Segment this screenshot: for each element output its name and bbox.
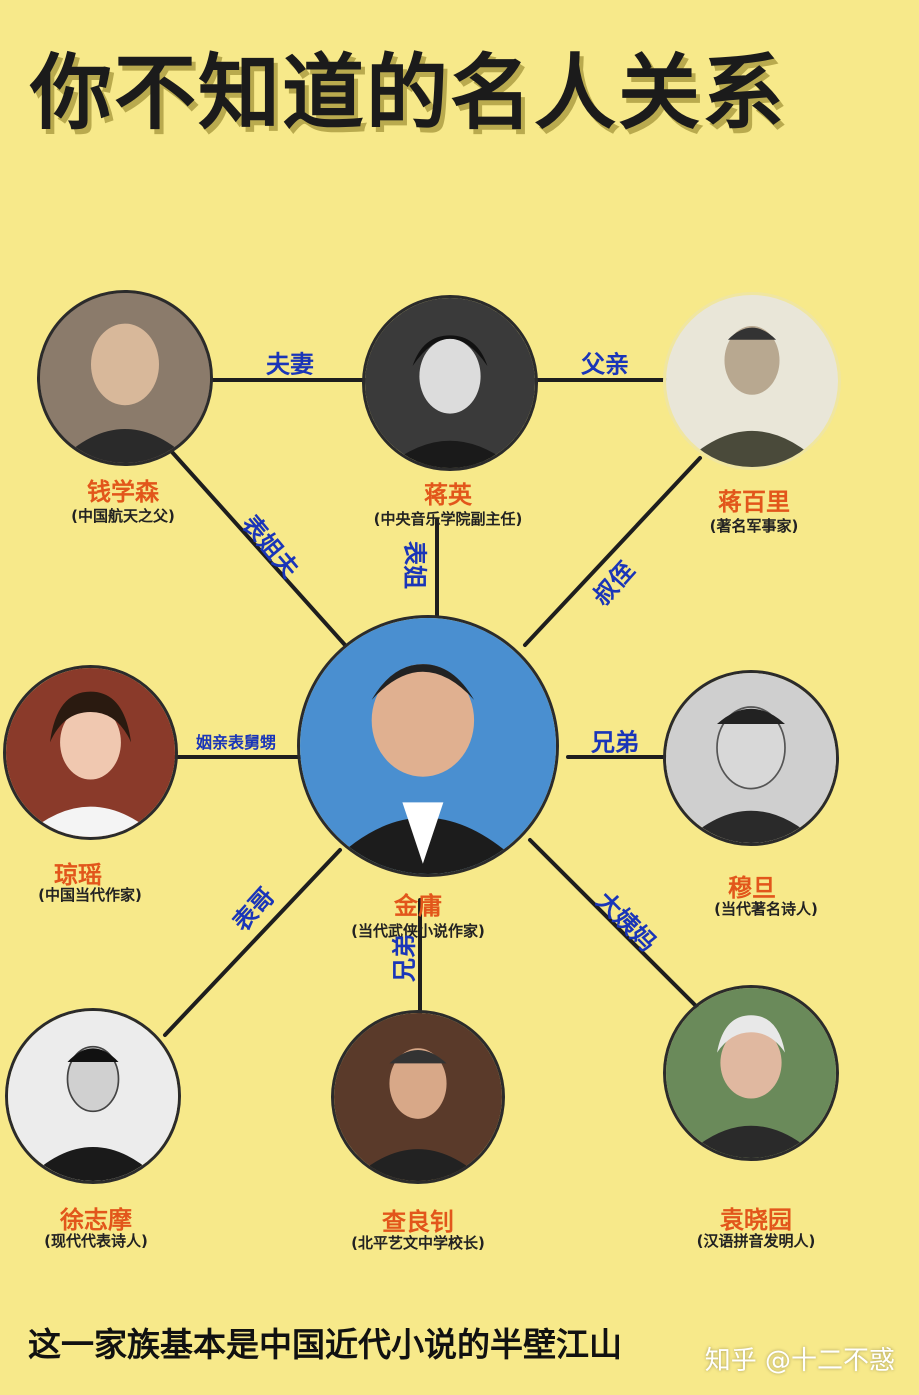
- portrait-jin-yong: [297, 615, 559, 877]
- name-xu-zhimo: 徐志摩: [60, 1206, 132, 1234]
- name-qiong-yao: 琼瑶: [54, 861, 102, 889]
- page-title: 你不知道的名人关系: [30, 46, 787, 141]
- portrait-qian-xuesen: [37, 290, 213, 466]
- portrait-zha-liangzhao: [331, 1010, 505, 1184]
- person-silhouette-icon: [666, 295, 838, 467]
- relation-center-qiong-yao: 姻亲表舅甥: [195, 733, 277, 752]
- line-center-jiang-baili: [523, 456, 702, 647]
- name-jin-yong: 金庸: [394, 892, 442, 920]
- desc-jiang-ying: (中央音乐学院副主任): [373, 510, 523, 528]
- portrait-jiang-ying: [362, 295, 538, 471]
- name-jiang-ying: 蒋英: [424, 481, 472, 509]
- desc-jiang-baili: (著名军事家): [709, 517, 799, 535]
- person-silhouette-icon: [666, 673, 836, 843]
- line-center-xu-zhimo: [163, 848, 342, 1037]
- name-jiang-baili: 蒋百里: [718, 488, 790, 516]
- person-silhouette-icon: [300, 618, 556, 874]
- footer-caption: 这一家族基本是中国近代小说的半壁江山: [28, 1325, 622, 1364]
- person-silhouette-icon: [6, 668, 175, 837]
- person-silhouette-icon: [334, 1013, 502, 1181]
- person-silhouette-icon: [365, 298, 535, 468]
- portrait-qiong-yao: [3, 665, 178, 840]
- relation-center-mu-dan: 兄弟: [591, 728, 639, 757]
- desc-xu-zhimo: (现代代表诗人): [44, 1232, 148, 1250]
- name-qian-xuesen: 钱学森: [87, 478, 159, 506]
- relation-center-jiang-ying: 表姐: [400, 541, 429, 589]
- desc-mu-dan: (当代著名诗人): [714, 900, 818, 918]
- portrait-xu-zhimo: [5, 1008, 181, 1184]
- name-zha-liangzhao: 查良钊: [382, 1208, 454, 1236]
- portrait-yuan-xiaoyuan: [663, 985, 839, 1161]
- portrait-jiang-baili: [663, 292, 841, 470]
- relation-jiang-ying-jiang-baili: 父亲: [581, 350, 629, 379]
- desc-qiong-yao: (中国当代作家): [38, 886, 142, 904]
- person-silhouette-icon: [666, 988, 836, 1158]
- desc-jin-yong: (当代武侠小说作家): [351, 922, 485, 940]
- watermark: 知乎 @十二不惑: [704, 1346, 895, 1376]
- name-yuan-xiaoyuan: 袁晓园: [720, 1206, 792, 1234]
- person-silhouette-icon: [40, 293, 210, 463]
- line-center-yuan: [528, 838, 702, 1012]
- name-mu-dan: 穆旦: [728, 874, 776, 902]
- person-silhouette-icon: [8, 1011, 178, 1181]
- desc-zha-liangzhao: (北平艺文中学校长): [351, 1234, 485, 1252]
- desc-yuan-xiaoyuan: (汉语拼音发明人): [696, 1232, 816, 1250]
- relation-qian-jiang-ying: 夫妻: [266, 350, 314, 379]
- portrait-mu-dan: [663, 670, 839, 846]
- line-center-qian: [170, 450, 347, 647]
- desc-qian-xuesen: (中国航天之父): [71, 507, 175, 525]
- relation-center-zha: 兄弟: [390, 934, 419, 982]
